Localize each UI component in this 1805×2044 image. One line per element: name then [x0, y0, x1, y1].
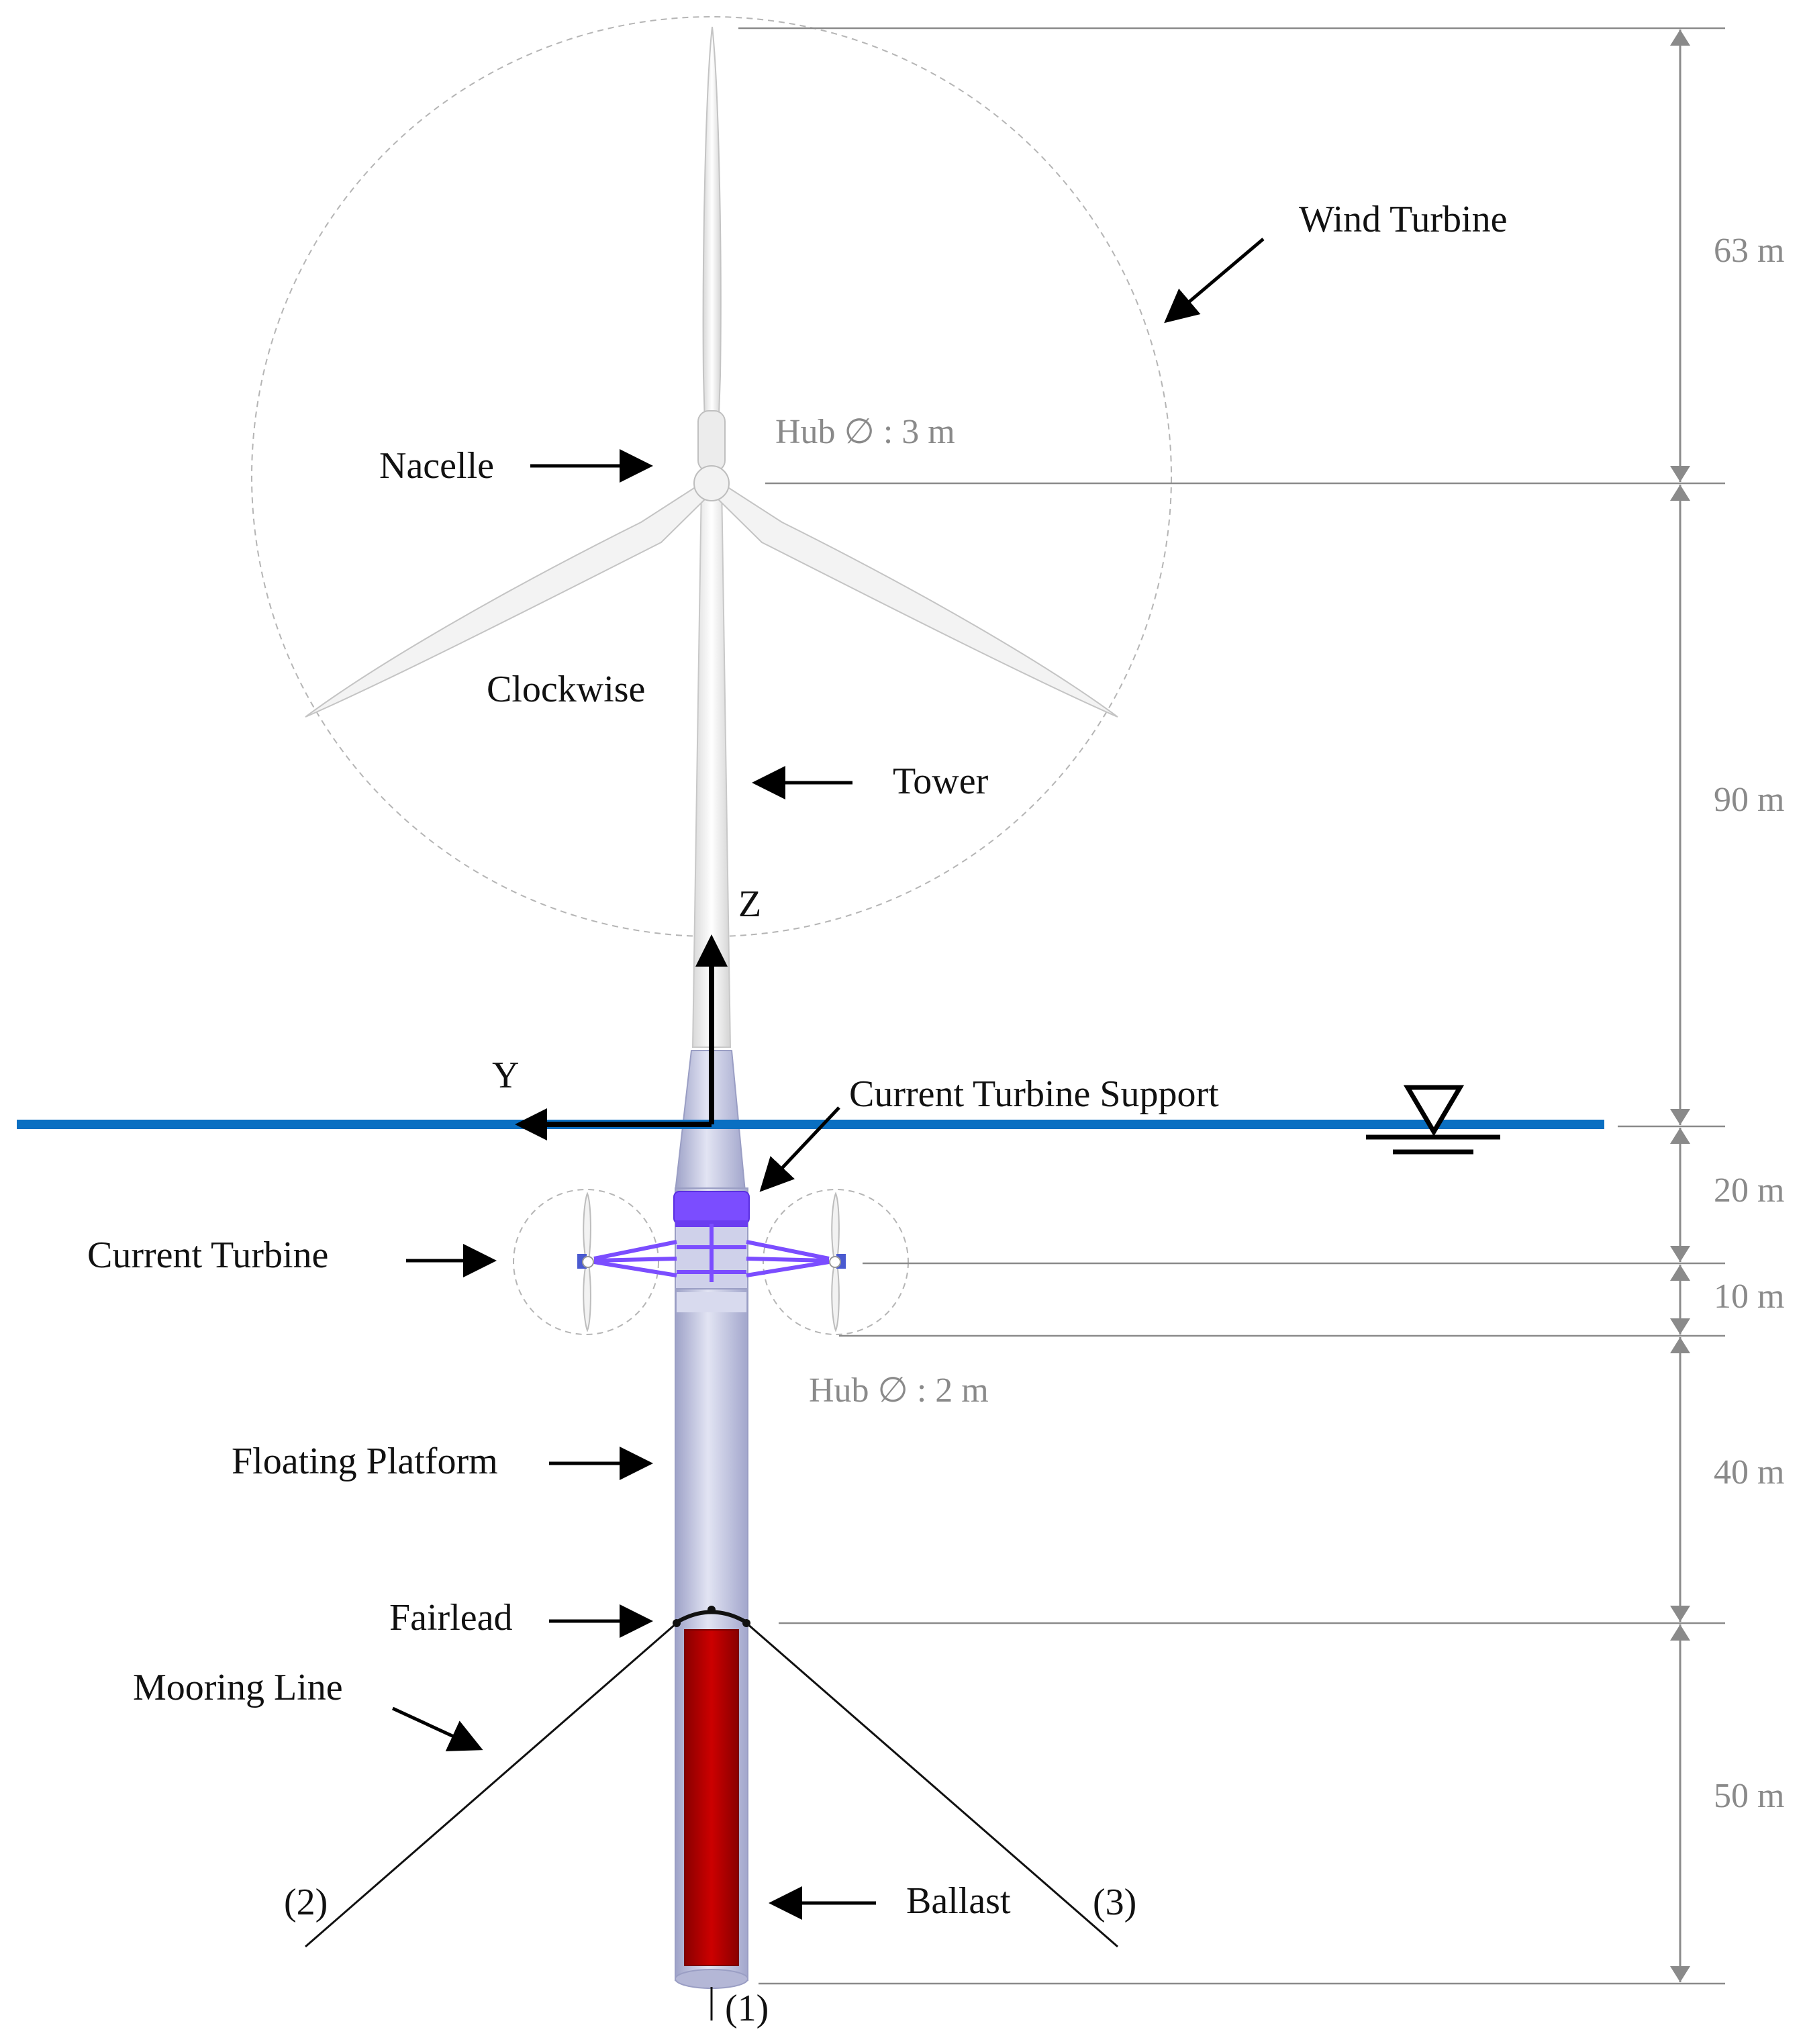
current-turbine-support-ring [673, 1191, 750, 1224]
dim-label-20: 20 m [1714, 1171, 1784, 1210]
current-turbine-circle-left [513, 1189, 659, 1335]
label-tower: Tower [893, 761, 989, 802]
dim-label-50: 50 m [1714, 1777, 1784, 1815]
label-line-2: (2) [284, 1882, 328, 1923]
current-turbine-right [829, 1191, 846, 1332]
fairlead-point-center [708, 1606, 716, 1614]
label-hub-wind: Hub ∅ : 3 m [775, 413, 955, 451]
label-fairlead: Fairlead [389, 1597, 512, 1639]
label-nacelle: Nacelle [379, 445, 494, 487]
label-axis-y: Y [492, 1055, 519, 1096]
label-current-turbine: Current Turbine [87, 1234, 328, 1276]
label-line-1: (1) [725, 1988, 769, 2029]
platform-bottom [675, 1969, 748, 1989]
dim-label-40: 40 m [1714, 1453, 1784, 1492]
blade-up [702, 26, 722, 474]
current-turbine-circle-right [763, 1189, 909, 1335]
label-line-3: (3) [1093, 1882, 1136, 1923]
label-axis-z: Z [738, 883, 761, 925]
label-floating-platform: Floating Platform [232, 1441, 498, 1482]
support-frame [593, 1224, 830, 1282]
label-mooring-line: Mooring Line [133, 1667, 343, 1708]
dim-label-10: 10 m [1714, 1277, 1784, 1316]
support-arrow [759, 1106, 840, 1192]
wind-turbine-arrow [1164, 238, 1265, 324]
label-current-turbine-support: Current Turbine Support [849, 1073, 1219, 1115]
blade-left [305, 481, 710, 718]
current-turbine-left [577, 1191, 594, 1332]
ballast [684, 1629, 739, 1966]
mooring-line-3 [746, 1622, 1118, 1948]
label-clockwise: Clockwise [487, 669, 645, 710]
label-ballast: Ballast [906, 1880, 1011, 1922]
platform-inner-shade [677, 1292, 746, 1312]
label-wind-turbine: Wind Turbine [1299, 199, 1507, 240]
mooring-line-arrow [391, 1706, 483, 1751]
dim-label-90: 90 m [1714, 781, 1784, 819]
dimension-reference-lines [738, 27, 1725, 1985]
mooring-line-2 [305, 1622, 677, 1948]
blade-right [713, 481, 1118, 718]
label-hub-current: Hub ∅ : 2 m [809, 1371, 989, 1410]
nacelle-body [697, 410, 726, 472]
water-level-symbol [1366, 1085, 1500, 1155]
dim-label-63: 63 m [1714, 232, 1784, 270]
hub [693, 465, 730, 501]
